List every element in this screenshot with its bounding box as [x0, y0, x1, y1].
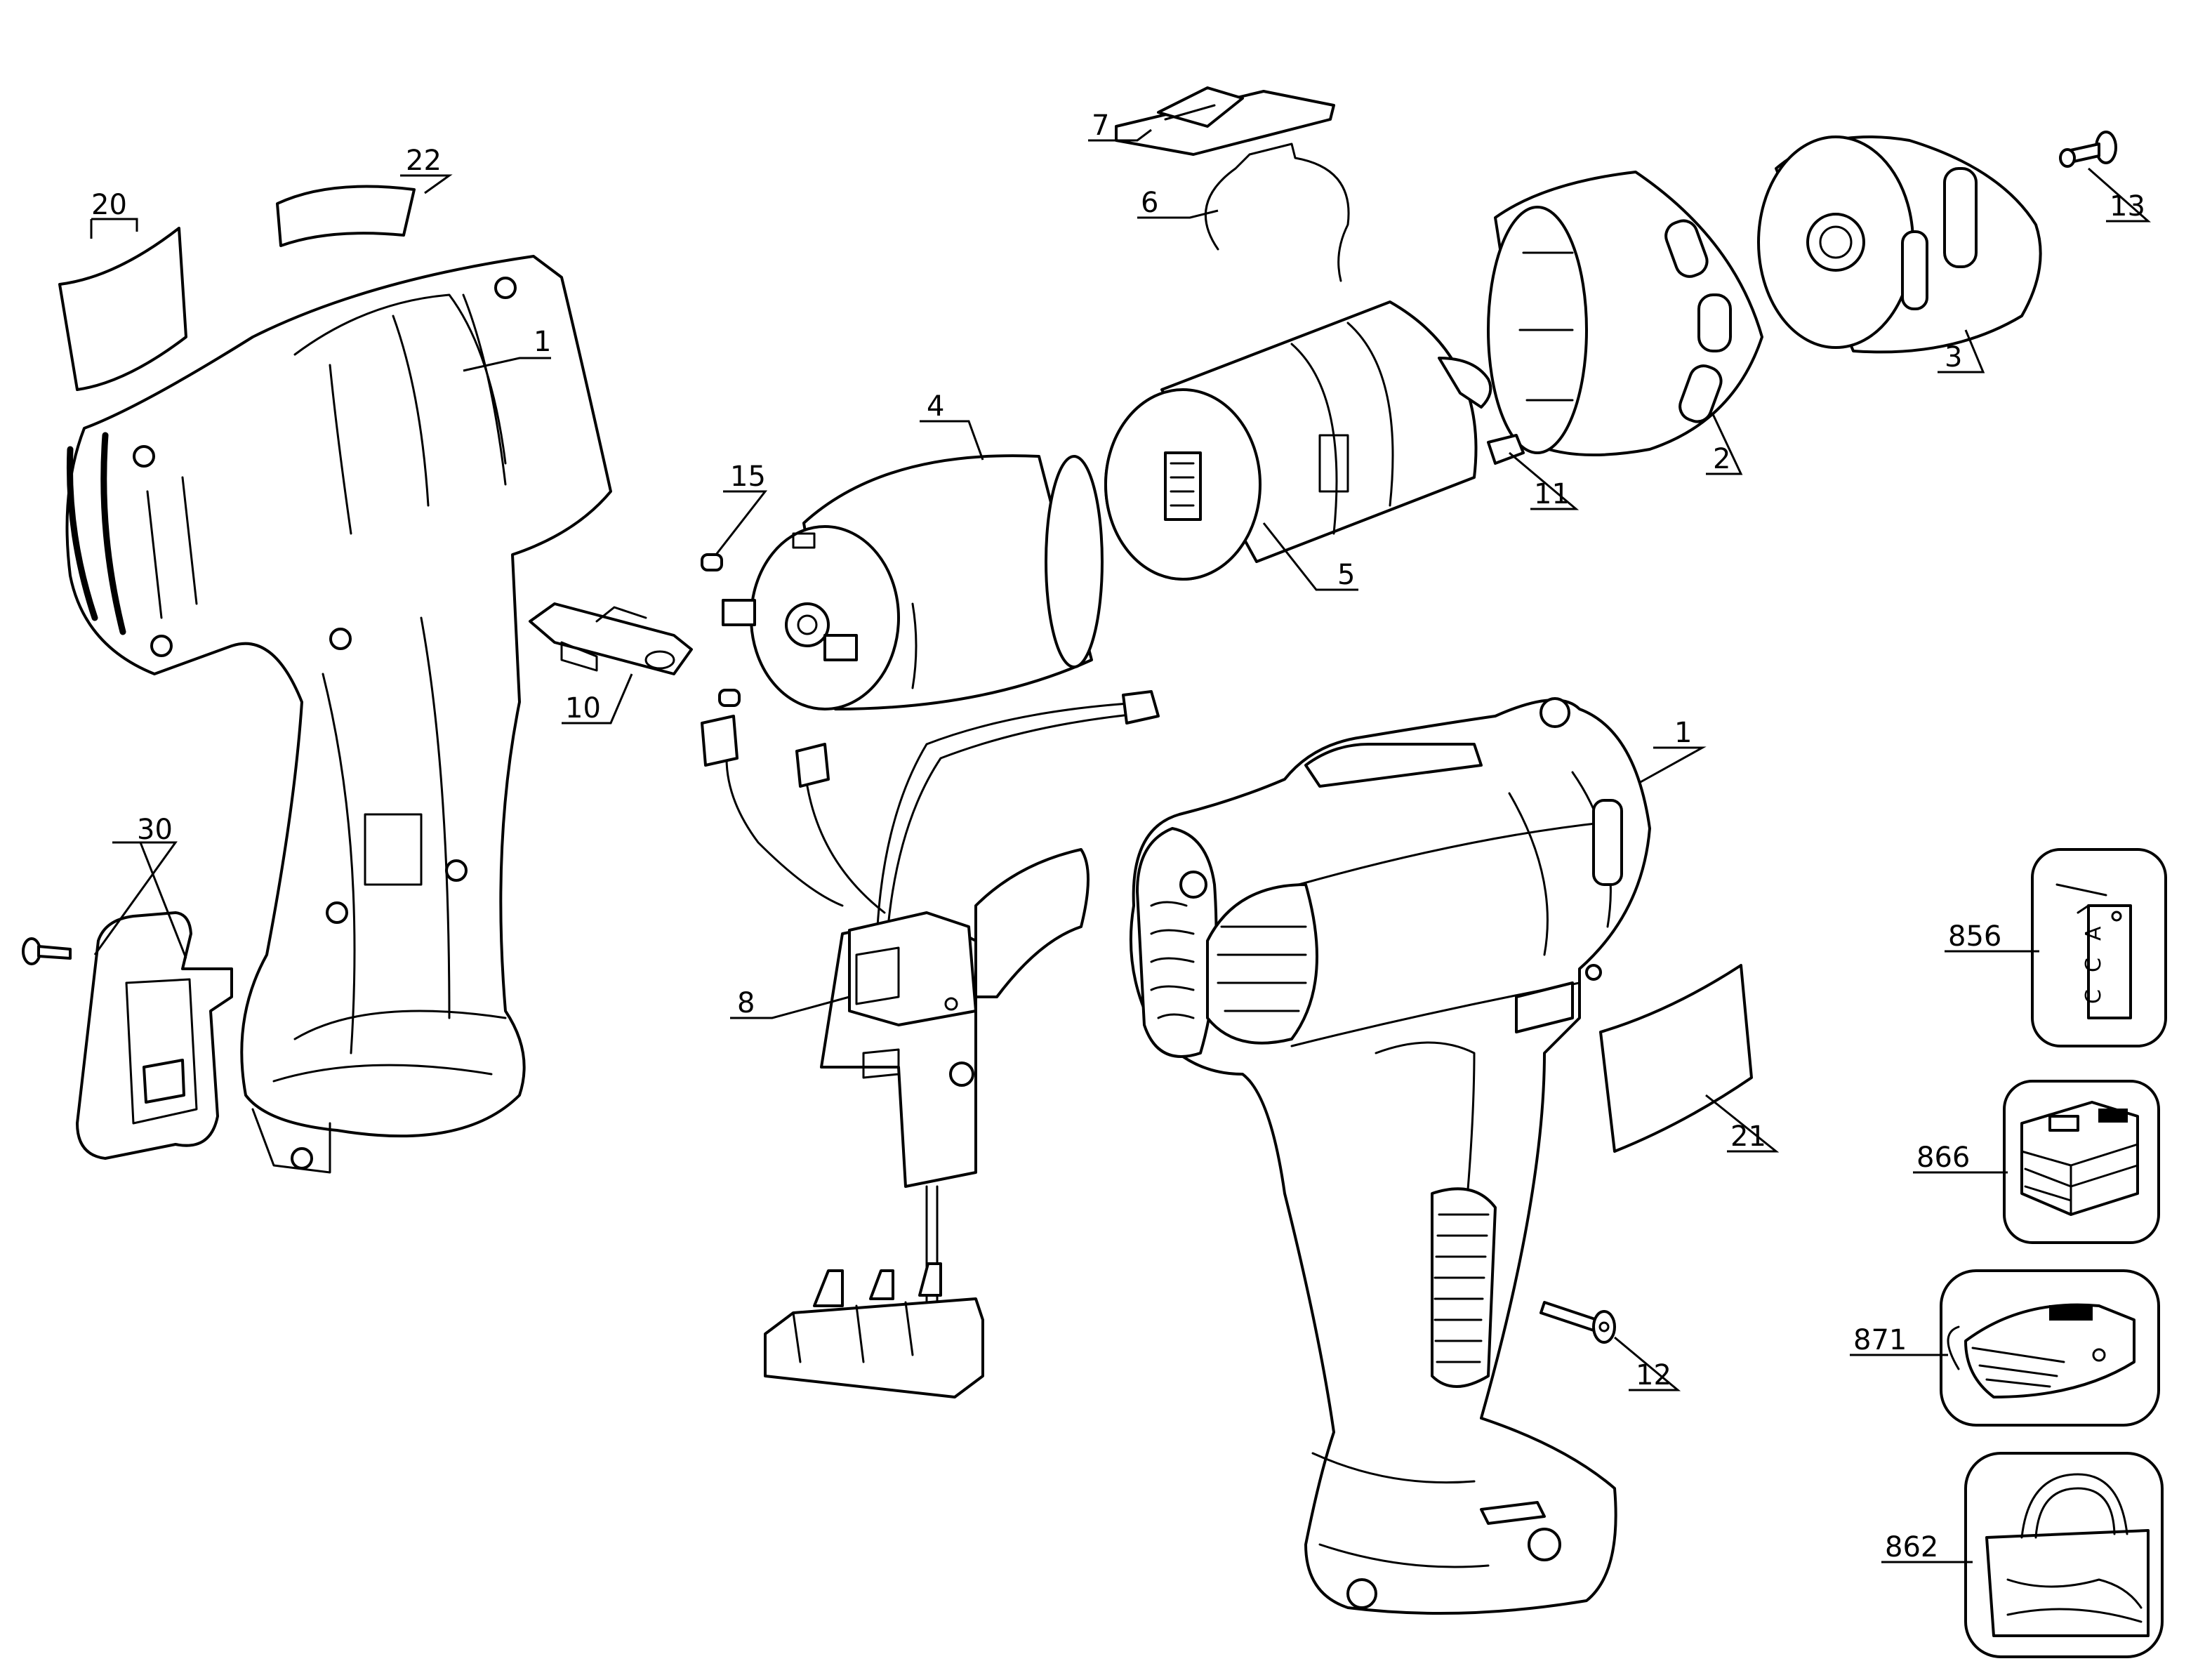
callout-30: 30	[137, 814, 173, 846]
shift-knob-7	[1115, 86, 1335, 156]
terminal-block	[764, 1262, 984, 1398]
keyless-chuck	[1757, 135, 2042, 354]
accessory-871-charger	[1940, 1269, 2160, 1427]
callout-21: 21	[1730, 1120, 1766, 1153]
screw-12	[1539, 1301, 1616, 1344]
shift-spring-6	[1204, 143, 1350, 282]
callout-862: 862	[1885, 1531, 1938, 1563]
accessory-866-battery	[2003, 1080, 2160, 1244]
callout-4: 4	[927, 390, 944, 423]
callout-856: 856	[1948, 920, 2001, 953]
accessory-856: A C C	[2031, 848, 2167, 1047]
screw-30	[22, 937, 72, 965]
callout-3: 3	[1945, 341, 1962, 373]
callout-labels: 20 22 1 30 15 4 10 8 7 6 5 11 2 3 13 1 2…	[91, 110, 2145, 1563]
label-sheet-20	[58, 227, 187, 391]
callout-13: 13	[2110, 190, 2145, 223]
callout-1-right: 1	[1674, 717, 1692, 749]
accessory-tag-letter-1: A	[2081, 926, 2106, 941]
callout-8: 8	[737, 987, 755, 1019]
leader-lines	[90, 128, 2151, 1563]
callout-6: 6	[1141, 187, 1158, 219]
brush-15	[701, 553, 741, 707]
gearbox	[1104, 300, 1492, 581]
label-sheet-22	[276, 185, 416, 247]
accessory-tag-letter-2: C	[2081, 958, 2106, 972]
callout-866: 866	[1916, 1142, 1970, 1174]
callout-20: 20	[91, 189, 127, 221]
accessory-tag-letter-3: C	[2081, 989, 2106, 1004]
callout-11: 11	[1534, 478, 1570, 510]
callout-10: 10	[565, 692, 601, 725]
pin-11	[1487, 434, 1525, 465]
callout-22: 22	[406, 145, 442, 177]
trigger-switch	[701, 690, 1160, 1307]
callout-1-left: 1	[534, 326, 551, 358]
label-sheet-21	[1599, 964, 1753, 1153]
clutch-collar	[1487, 171, 1763, 456]
chuck-screw-13	[2059, 131, 2117, 168]
callout-7: 7	[1092, 110, 1109, 142]
housing-half-right	[1129, 697, 1651, 1615]
callout-15: 15	[730, 461, 766, 493]
housing-half-left	[65, 255, 612, 1174]
accessory-862-bag	[1964, 1452, 2164, 1658]
callout-871: 871	[1853, 1324, 1907, 1356]
belt-hook-cover	[76, 911, 233, 1160]
callout-2: 2	[1713, 443, 1730, 475]
connector-10	[529, 602, 693, 675]
motor	[722, 454, 1104, 710]
callout-5: 5	[1337, 559, 1355, 591]
callout-12: 12	[1636, 1359, 1671, 1391]
